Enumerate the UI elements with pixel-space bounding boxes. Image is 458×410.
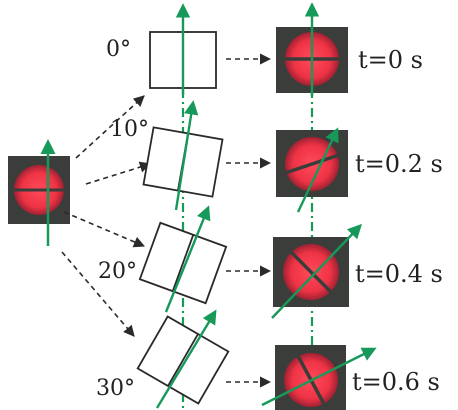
element-arrow-3 [155,309,217,409]
output-beam-3 [261,345,377,410]
angle-label-0: 0° [106,37,131,62]
branch-arrow-2 [63,211,146,248]
output-beam-2 [271,223,362,319]
angle-label-2: 20° [98,259,137,284]
element-box-3 [136,315,230,405]
element-arrow-2 [164,205,211,313]
output-beam-0 [276,2,348,96]
angle-label-1: 10° [110,117,149,142]
input-beam-image [8,139,70,246]
time-label-2: t=0.4 s [355,260,443,288]
branch-arrow-3 [61,251,135,337]
element-arrow-1 [174,100,199,211]
time-label-3: t=0.6 s [352,368,440,396]
time-label-1: t=0.2 s [355,150,443,178]
element-box-2 [138,221,228,305]
branch-arrow-0 [75,95,145,159]
time-label-0: t=0 s [358,46,423,74]
branch-arrow-1 [85,161,152,185]
output-beam-1 [276,127,348,213]
angle-label-3: 30° [96,376,135,401]
